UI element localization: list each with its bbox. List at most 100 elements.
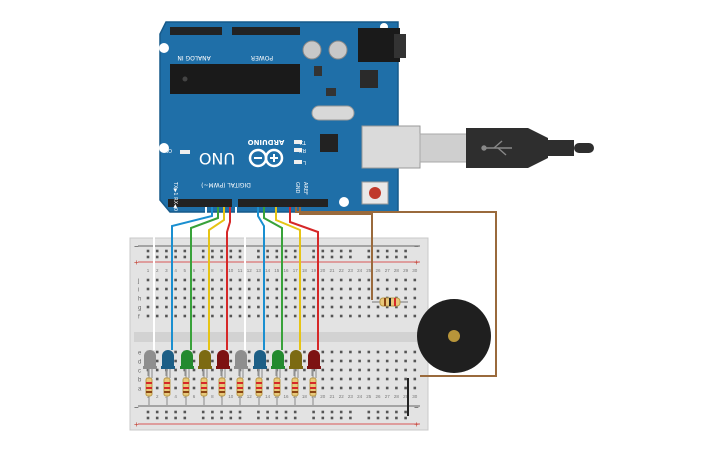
reset-button-cap[interactable] [369, 187, 381, 199]
row-letter: h [138, 297, 141, 303]
breadboard-hole [330, 359, 334, 363]
breadboard-hole [358, 359, 361, 363]
breadboard-hole [266, 305, 269, 309]
breadboard-hole [367, 287, 371, 291]
rail-hole [330, 249, 334, 253]
piezo-buzzer [417, 299, 491, 373]
breadboard-hole [293, 314, 297, 318]
breadboard-hole [367, 386, 371, 390]
breadboard-hole [165, 314, 168, 318]
breadboard-hole [257, 305, 260, 309]
breadboard-hole [330, 296, 334, 300]
breadboard-hole [211, 350, 214, 354]
breadboard-hole [293, 305, 297, 309]
mounting-hole [159, 143, 169, 153]
column-number: 10 [228, 268, 234, 273]
rail-hole [349, 249, 352, 253]
column-number: 28 [394, 268, 400, 273]
breadboard-hole [211, 296, 214, 300]
breadboard-hole [321, 287, 325, 291]
breadboard-hole [376, 296, 380, 300]
breadboard-hole [146, 296, 150, 300]
rail-hole [330, 410, 334, 414]
breadboard-hole [211, 314, 214, 318]
rail-hole [395, 410, 398, 414]
arduino-wordmark: ARDUINO [248, 138, 285, 146]
on-led-label: ON [164, 147, 172, 153]
breadboard-hole [155, 278, 159, 282]
breadboard-hole [192, 368, 196, 372]
rail-hole [339, 410, 343, 414]
rail-hole [284, 255, 288, 259]
breadboard-hole [266, 377, 269, 381]
breadboard-hole [192, 377, 196, 381]
breadboard-hole [339, 386, 343, 390]
breadboard-hole [266, 359, 269, 363]
rail-minus-label: − [134, 242, 139, 251]
breadboard-hole [229, 278, 233, 282]
row-letter: j [137, 279, 139, 285]
rail-hole [376, 255, 380, 259]
rail-hole [395, 255, 398, 259]
breadboard-hole [220, 278, 223, 282]
breadboard-hole [330, 350, 334, 354]
rail-hole [220, 255, 223, 259]
rail-hole [312, 416, 315, 420]
breadboard-hole [247, 296, 251, 300]
breadboard-hole [367, 305, 371, 309]
breadboard-hole [293, 296, 297, 300]
breadboard-hole [358, 368, 361, 372]
breadboard-hole [266, 314, 269, 318]
breadboard-hole [358, 377, 361, 381]
capacitor [328, 40, 348, 60]
rail-hole [174, 255, 177, 259]
breadboard-hole [376, 359, 380, 363]
rail-hole [312, 410, 315, 414]
rail-hole [211, 255, 214, 259]
rail-hole [220, 410, 223, 414]
breadboard-hole [192, 350, 196, 354]
rail-hole [220, 416, 223, 420]
breadboard-hole [238, 278, 242, 282]
breadboard-hole [201, 305, 205, 309]
column-number: 8 [211, 268, 214, 273]
breadboard-hole [229, 296, 233, 300]
breadboard-hole [413, 359, 417, 363]
breadboard-hole [376, 314, 380, 318]
rail-hole [183, 410, 187, 414]
breadboard-hole [349, 278, 352, 282]
rail-plus-label: + [414, 258, 419, 267]
led [217, 350, 229, 368]
buzzer-resistor [372, 297, 408, 307]
breadboard-hole [385, 368, 389, 372]
rail-hole [284, 410, 288, 414]
rail-hole [201, 416, 205, 420]
breadboard-hole [284, 359, 288, 363]
breadboard-hole [385, 278, 389, 282]
breadboard-hole [367, 377, 371, 381]
breadboard-hole [284, 278, 288, 282]
rail-hole [257, 249, 260, 253]
breadboard-hole [201, 278, 205, 282]
breadboard-hole [330, 278, 334, 282]
rail-hole [339, 255, 343, 259]
led [162, 350, 174, 368]
breadboard-hole [349, 296, 352, 300]
breadboard-hole [395, 305, 398, 309]
rail-hole [229, 249, 233, 253]
column-number: 6 [193, 268, 196, 273]
breadboard-hole [229, 377, 233, 381]
breadboard-hole [174, 350, 177, 354]
breadboard-hole [358, 305, 361, 309]
resistor-array [145, 365, 317, 405]
led [308, 350, 320, 368]
txrx-label: TX▶1 RX◀0 [172, 181, 178, 211]
breadboard-hole [303, 368, 306, 372]
breadboard-hole [174, 368, 177, 372]
column-number: 22 [339, 394, 345, 399]
breadboard-hole [404, 296, 407, 300]
rail-hole [284, 249, 288, 253]
breadboard-hole [192, 296, 196, 300]
